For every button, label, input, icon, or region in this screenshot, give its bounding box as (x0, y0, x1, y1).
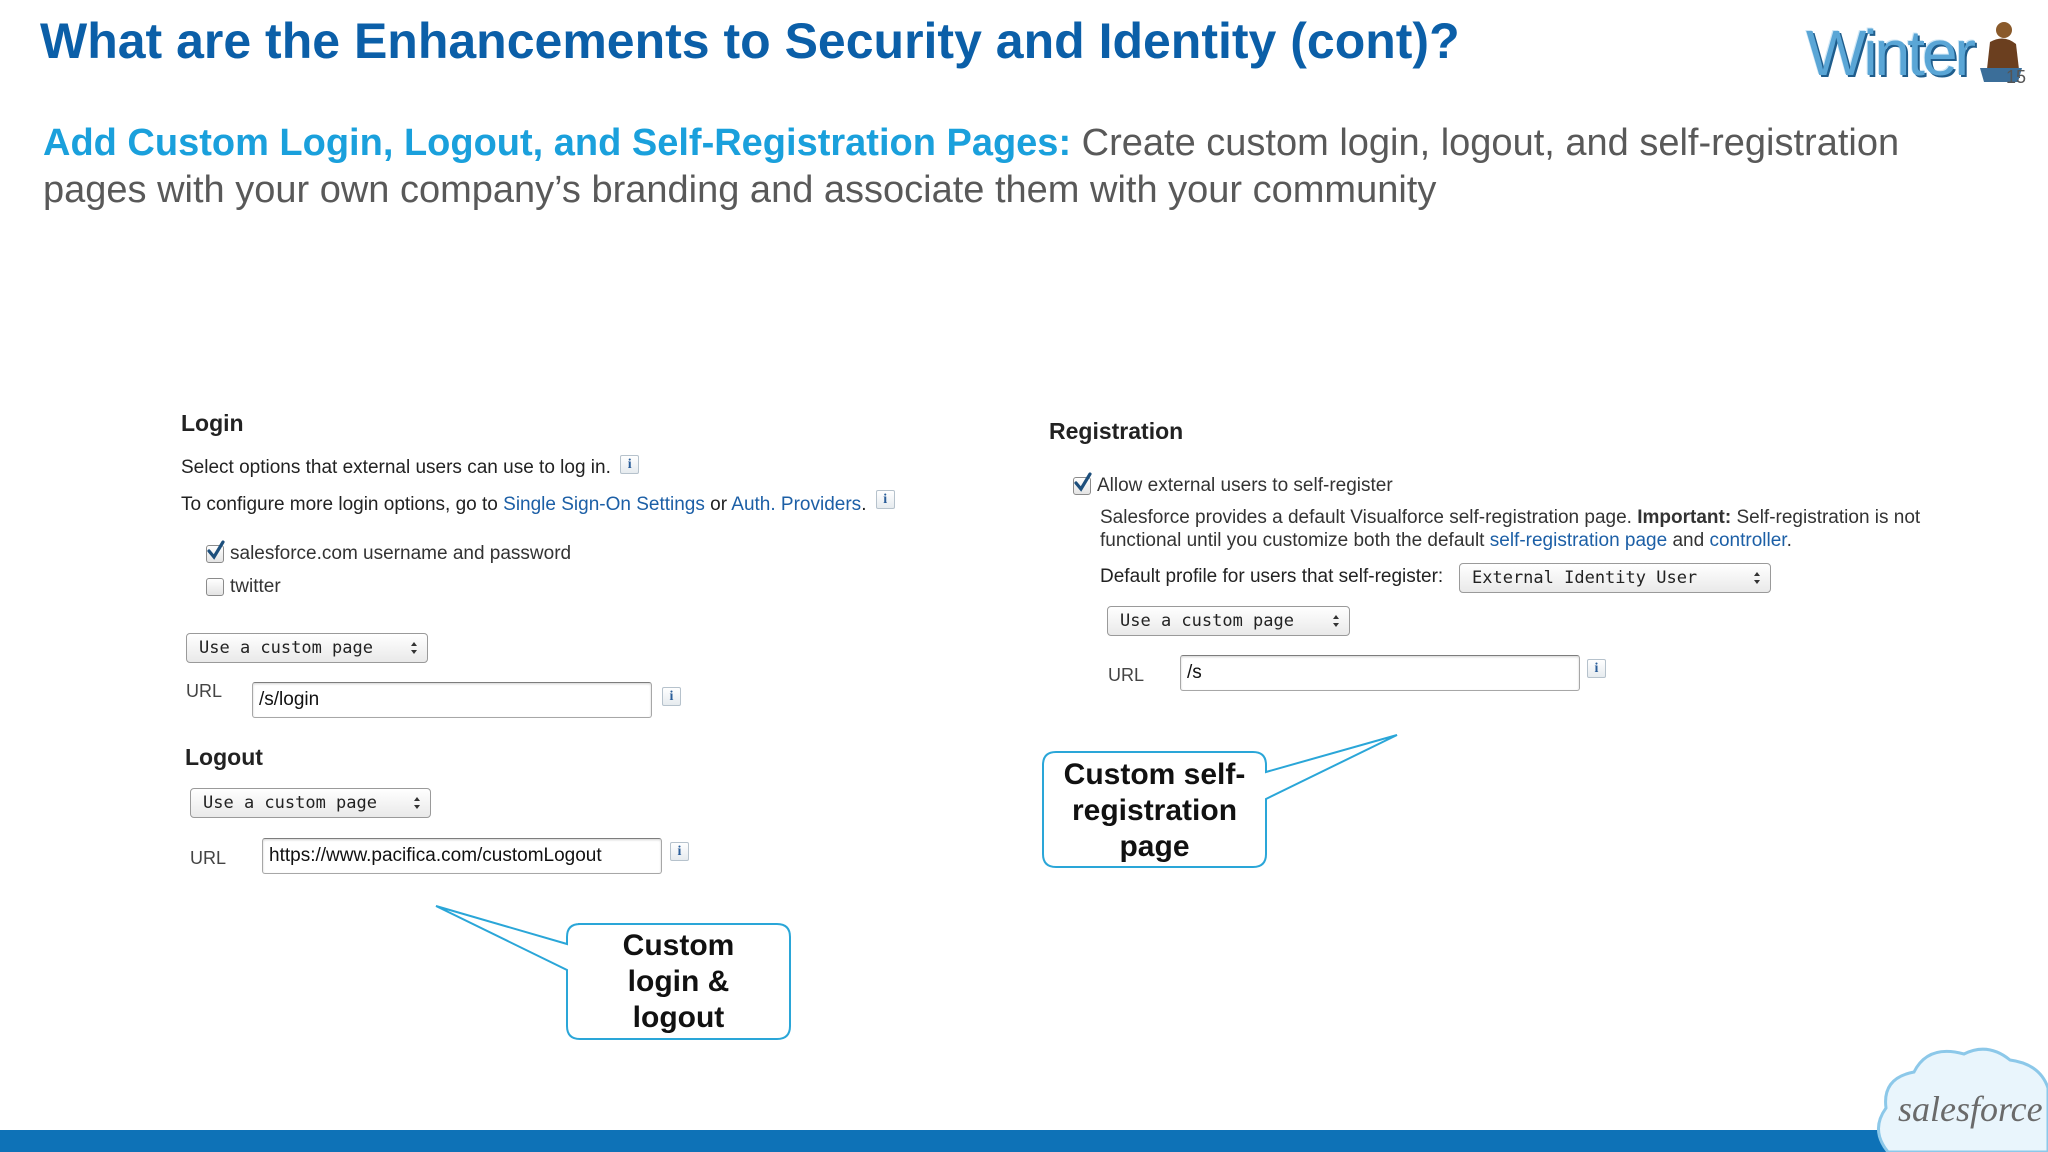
callout-line: Custom (622, 929, 735, 962)
select-value: Use a custom page (199, 638, 373, 658)
login-logout-callout-text: Custom login & logout (567, 928, 790, 1036)
info-icon[interactable]: i (670, 842, 689, 861)
self-registration-callout-bubble (1042, 734, 1398, 868)
login-page-select[interactable]: Use a custom page (186, 633, 428, 663)
select-value: External Identity User (1472, 568, 1698, 588)
default-profile-select[interactable]: External Identity User (1459, 563, 1771, 593)
callout-line: login & (627, 965, 730, 998)
salesforce-wordmark: salesforce (1898, 1089, 2043, 1129)
registration-description: Salesforce provides a default Visualforc… (1100, 506, 1930, 552)
winter-release-logo: Winter 15 (1806, 14, 2026, 90)
desc-part1: Salesforce provides a default Visualforc… (1100, 507, 1638, 528)
salesforce-cloud-icon (1877, 1047, 2048, 1152)
select-value: Use a custom page (1120, 611, 1294, 631)
allow-self-register-label: Allow external users to self-register (1097, 475, 1393, 496)
checkmark-icon (1074, 472, 1092, 492)
registration-url-input[interactable]: /s (1180, 655, 1580, 691)
checkbox-checked[interactable] (1073, 472, 1092, 495)
bottom-bar (0, 1130, 2048, 1152)
login-intro: Select options that external users can u… (181, 455, 640, 479)
select-arrows-icon (1754, 572, 1760, 584)
login-option-salesforce[interactable]: salesforce.com username and password (206, 540, 572, 565)
login-url-input[interactable]: /s/login (252, 682, 652, 718)
checkbox-checked[interactable] (206, 540, 225, 563)
auth-providers-link[interactable]: Auth. Providers (731, 494, 862, 515)
subtitle-body: Create custom login, logout, and self-re… (43, 122, 1900, 211)
select-arrows-icon (411, 642, 417, 654)
callout-line: registration (1071, 794, 1238, 827)
mascot-icon (1980, 22, 2022, 82)
slide-title: What are the Enhancements to Security an… (40, 13, 1460, 69)
self-registration-callout-text: Custom self- registration page (1043, 757, 1266, 865)
callout-line: logout (632, 1001, 725, 1034)
desc-important: Important: (1637, 507, 1732, 528)
checkmark-icon (207, 540, 225, 560)
desc-and: and (1667, 530, 1710, 551)
default-profile-label: Default profile for users that self-regi… (1100, 566, 1444, 587)
login-logout-callout-bubble (435, 905, 791, 1040)
select-value: Use a custom page (203, 793, 377, 813)
configure-prefix: To configure more login options, go to (181, 494, 504, 515)
winter-logo-text: Winter (1806, 17, 1976, 89)
checkbox-unchecked[interactable] (206, 578, 224, 596)
logout-url-label: URL (190, 848, 227, 868)
info-icon[interactable]: i (875, 490, 895, 509)
registration-url-label: URL (1108, 665, 1145, 685)
registration-page-select[interactable]: Use a custom page (1107, 606, 1350, 636)
controller-link[interactable]: controller (1709, 530, 1787, 551)
login-option-label: salesforce.com username and password (230, 543, 572, 564)
logout-heading: Logout (185, 744, 263, 770)
info-icon[interactable]: i (1587, 659, 1606, 678)
callout-line: Custom self- (1063, 758, 1246, 791)
select-arrows-icon (414, 797, 420, 809)
desc-part2: Self-registration is not functional unti… (1100, 507, 1921, 551)
logout-page-select[interactable]: Use a custom page (190, 788, 431, 818)
self-registration-page-link[interactable]: self-registration page (1489, 530, 1668, 551)
info-icon[interactable]: i (662, 687, 681, 706)
salesforce-logo: salesforce (1868, 1042, 2048, 1152)
configure-suffix: . (861, 494, 867, 515)
info-icon[interactable]: i (620, 455, 640, 474)
callout-line: page (1119, 830, 1190, 863)
login-intro-text: Select options that external users can u… (181, 457, 611, 478)
winter-logo-year: 15 (2005, 67, 2026, 87)
subtitle-highlight: Add Custom Login, Logout, and Self-Regis… (43, 122, 1072, 164)
login-configure-text: To configure more login options, go to S… (181, 490, 895, 516)
allow-self-register-option[interactable]: Allow external users to self-register (1073, 472, 1393, 497)
login-heading: Login (181, 410, 244, 436)
configure-mid: or (704, 494, 732, 515)
login-url-label: URL (186, 681, 223, 701)
login-option-twitter[interactable]: twitter (206, 576, 281, 598)
sso-settings-link[interactable]: Single Sign-On Settings (503, 494, 705, 515)
slide-subtitle: Add Custom Login, Logout, and Self-Regis… (43, 120, 1993, 214)
select-arrows-icon (1333, 615, 1339, 627)
login-option-label: twitter (230, 576, 281, 597)
logout-url-input[interactable]: https://www.pacifica.com/customLogout (262, 838, 662, 874)
registration-heading: Registration (1049, 418, 1184, 444)
desc-end: . (1786, 530, 1792, 551)
